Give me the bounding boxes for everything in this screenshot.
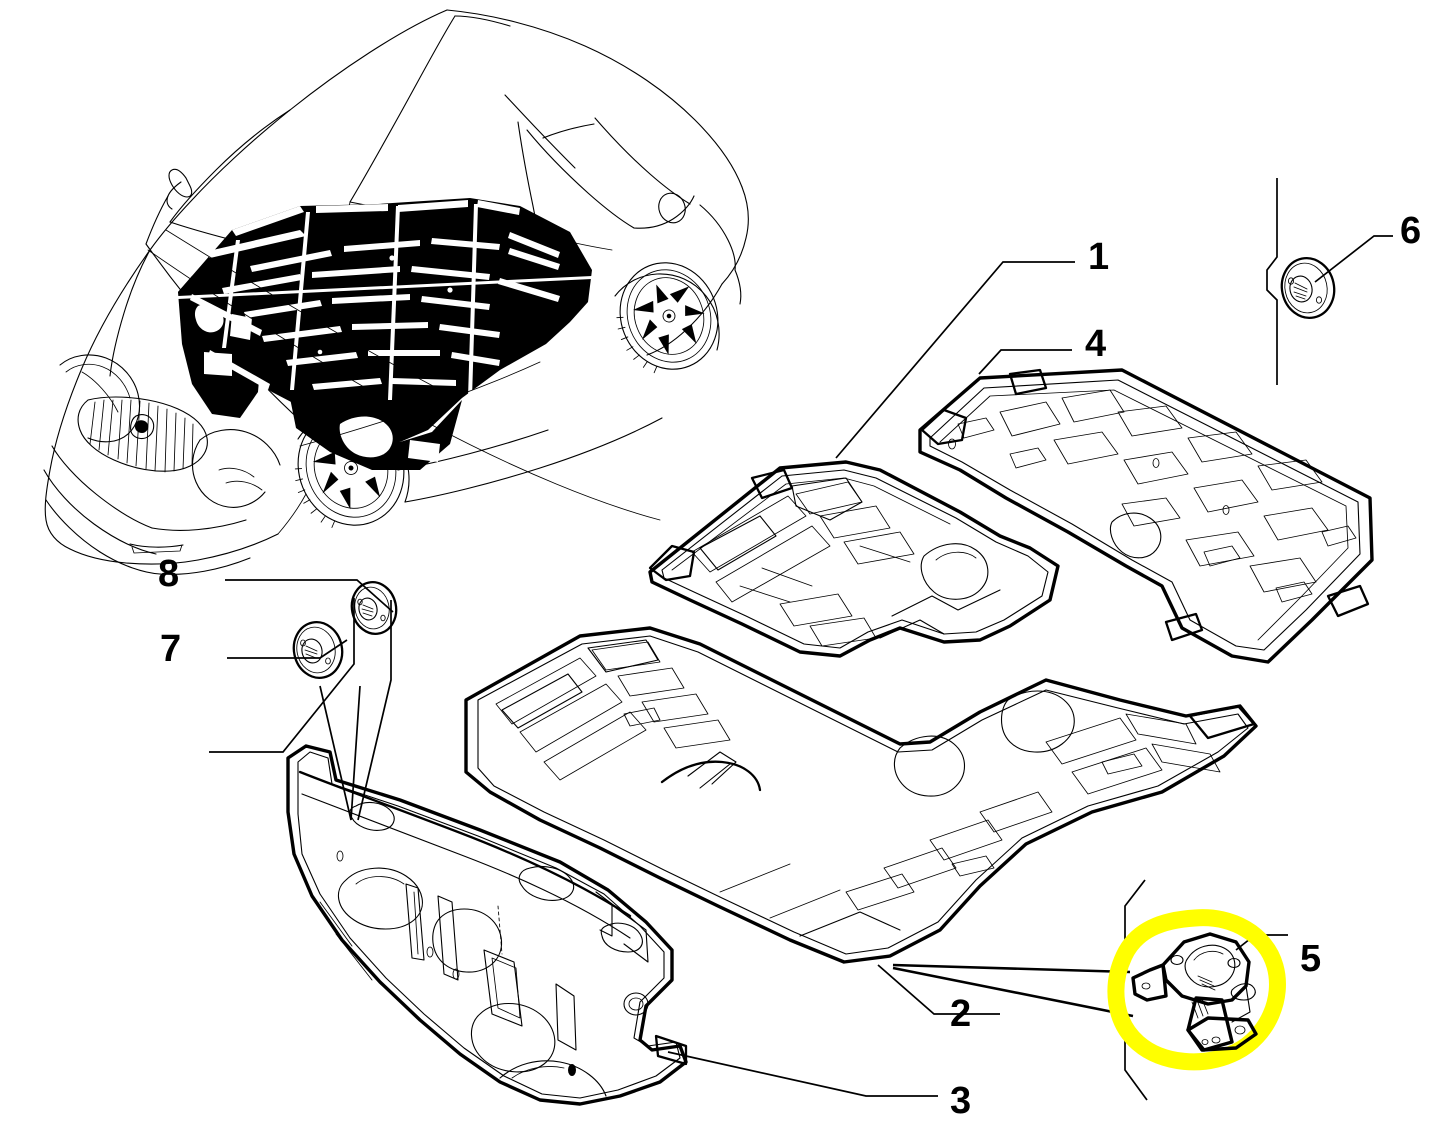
leader-line-7 bbox=[227, 639, 348, 659]
leader-arrow-2-lower bbox=[892, 966, 1134, 1018]
part-1-front-floor-carpet bbox=[648, 460, 1060, 658]
callout-label-5: 5 bbox=[1300, 938, 1322, 980]
vehicle-floor-assembly-dark bbox=[178, 198, 592, 470]
leader-line-8 bbox=[225, 579, 394, 613]
leader-line-2 bbox=[877, 964, 1000, 1015]
callout-label-6: 6 bbox=[1400, 210, 1422, 252]
callout-label-7: 7 bbox=[160, 628, 182, 670]
part-3-dash-firewall-panel bbox=[286, 744, 688, 1106]
leader-bracket-left bbox=[209, 598, 355, 753]
part-4-rear-underfloor-panel bbox=[918, 368, 1374, 664]
callout-label-3: 3 bbox=[950, 1080, 972, 1122]
part-8-grommet-plug bbox=[350, 581, 398, 635]
grille-slats bbox=[89, 399, 194, 473]
rear-tire-tread bbox=[616, 316, 658, 374]
part-7-grommet-plug bbox=[292, 621, 344, 679]
leader-wedge-a bbox=[319, 685, 361, 821]
leader-bracket-6 bbox=[1266, 178, 1278, 385]
part-5-mounting-bracket bbox=[1131, 932, 1258, 1052]
rear-wheel-spokes bbox=[633, 284, 705, 355]
callout-label-4: 4 bbox=[1085, 323, 1107, 365]
callout-label-8: 8 bbox=[158, 553, 180, 595]
leader-line-4 bbox=[978, 349, 1072, 375]
leader-line-3 bbox=[667, 1051, 938, 1097]
leader-lines bbox=[209, 178, 1393, 1101]
callout-label-2: 2 bbox=[950, 993, 972, 1035]
leader-line-6 bbox=[1314, 235, 1393, 283]
part-6-grommet-plug bbox=[1280, 257, 1336, 319]
callout-label-1: 1 bbox=[1088, 236, 1110, 278]
leader-arrow-2-upper bbox=[892, 963, 1131, 974]
part-2-rear-floor-carpet bbox=[464, 626, 1258, 964]
vehicle-illustration bbox=[43, 9, 749, 575]
yellow-marker-ring bbox=[1107, 909, 1286, 1071]
front-tire-tread bbox=[294, 468, 336, 528]
leader-line-1 bbox=[835, 261, 1075, 459]
floor-assembly-detail-lines bbox=[190, 200, 560, 462]
